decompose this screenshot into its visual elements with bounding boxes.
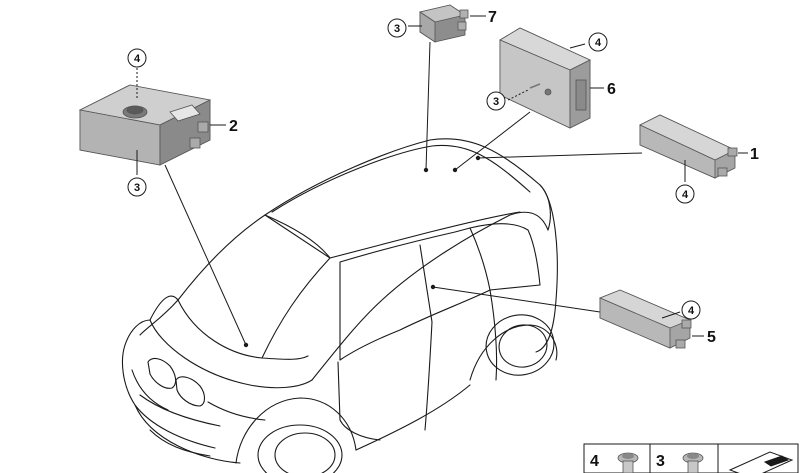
circle-marker: [387, 18, 407, 38]
leader-part-5: [432, 286, 601, 313]
anchor-dot: [243, 342, 249, 348]
anchor-dot: [475, 155, 481, 161]
part-1-module[interactable]: [639, 114, 738, 179]
screw-4-icon: [617, 452, 639, 473]
circle-number[interactable]: 3: [493, 96, 499, 108]
callout-number[interactable]: 5: [707, 329, 716, 346]
legend-box: [583, 443, 799, 473]
car-outline: [121, 138, 558, 473]
leader-dots: [243, 155, 481, 348]
circle-marker: [486, 91, 506, 111]
legend-item-label: 4: [590, 453, 599, 470]
circle-callouts: [127, 18, 701, 320]
circle-marker: [127, 48, 147, 68]
leader-lines: [164, 41, 643, 346]
part-6-module[interactable]: [499, 27, 591, 129]
leader-part-2: [164, 164, 247, 346]
anchor-dot: [452, 167, 458, 173]
callout-number[interactable]: 2: [229, 118, 238, 135]
leader-screw: [661, 311, 681, 319]
circle-number[interactable]: 4: [682, 189, 689, 201]
circle-marker: [681, 300, 701, 320]
circle-number[interactable]: 3: [394, 23, 400, 35]
legend-item-label: 3: [656, 453, 665, 470]
leader-part-6: [454, 111, 531, 171]
anchor-dot: [430, 284, 436, 290]
callout-number[interactable]: 1: [750, 146, 759, 163]
screw-3-icon: [682, 452, 704, 473]
part-5-module[interactable]: [598, 289, 692, 349]
circle-marker: [675, 184, 695, 204]
part-2-module[interactable]: [78, 84, 212, 166]
circle-number[interactable]: 3: [134, 182, 140, 194]
callout-number[interactable]: 7: [488, 9, 497, 26]
callout-number[interactable]: 6: [607, 81, 616, 98]
leader-part-7: [425, 41, 431, 171]
leader-part-1: [477, 152, 643, 159]
anchor-dot: [423, 167, 429, 173]
circle-marker: [588, 32, 608, 52]
part-7-module[interactable]: [419, 4, 469, 43]
leader-num: [569, 43, 586, 49]
circle-marker: [127, 177, 147, 197]
circle-number[interactable]: 4: [595, 37, 602, 49]
circle-number[interactable]: 4: [134, 53, 141, 65]
circle-number[interactable]: 4: [688, 305, 695, 317]
arrow-symbol-icon: [728, 451, 794, 473]
